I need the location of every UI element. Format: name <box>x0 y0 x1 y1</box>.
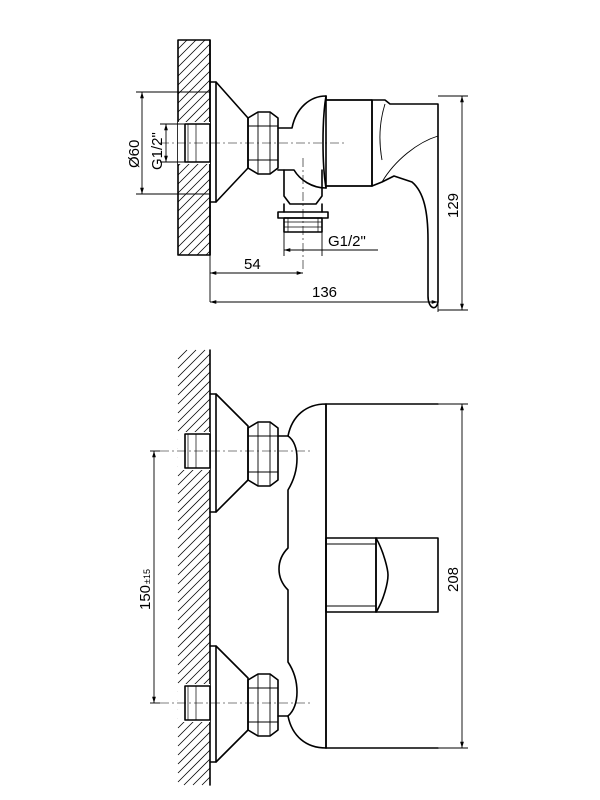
wall-hatch-line <box>201 776 211 786</box>
wall-hatch-line <box>177 506 211 540</box>
wall-hatch-line <box>177 632 211 666</box>
wall-hatch-line <box>177 533 211 567</box>
dim-depth-label: 136 <box>312 284 337 301</box>
wall-hatch-line <box>177 349 197 369</box>
wall-hatch-line <box>177 470 211 504</box>
wall-hatch-line <box>177 605 211 639</box>
dimension-depth: 136 <box>210 284 439 312</box>
wall-hatch-line <box>177 479 211 513</box>
wall-hatch-line <box>177 398 211 432</box>
dim-height-front-label: 208 <box>445 567 462 592</box>
wall-hatch-line <box>192 767 211 786</box>
wall-hatch-line <box>177 587 211 621</box>
wall-hatch-line <box>177 70 211 104</box>
dim-thread-outlet-label: G1/2" <box>328 233 366 250</box>
wall-hatch-line <box>177 722 211 756</box>
wall-hatch-line <box>177 61 211 95</box>
lever-handle-front <box>325 537 439 613</box>
dimension-diameter: Ø60 <box>126 91 210 195</box>
wall-hatch-line <box>196 241 211 256</box>
wall-hatch-line <box>177 39 197 59</box>
dim-diameter-label: Ø60 <box>126 140 143 168</box>
wall-hatch-line <box>177 349 206 378</box>
lever-handle-side <box>371 99 439 309</box>
wall-hatch-line <box>177 551 211 585</box>
dimension-thread-outlet: G1/2" <box>283 232 378 256</box>
wall-hatch-line <box>177 749 211 783</box>
wall-hatch-line <box>177 515 211 549</box>
wall-hatch-line <box>187 232 211 256</box>
wall-hatch-line <box>177 596 211 630</box>
wall-hatch-line <box>177 614 211 648</box>
wall-hatch-line <box>177 578 211 612</box>
wall-hatch-line <box>178 223 211 256</box>
dimension-centers: 150 ±15 <box>137 450 160 704</box>
wall-hatch-line <box>177 353 211 387</box>
wall-hatch-line <box>177 650 211 684</box>
dim-centers-label: 150 <box>137 585 154 610</box>
hex-nut-upper <box>247 421 279 487</box>
wall-hatch-line <box>177 542 211 576</box>
wall-hatch-line <box>177 560 211 594</box>
dim-offset-label: 54 <box>244 256 261 273</box>
front-view: 150 ±15 208 <box>137 349 468 786</box>
wall-hatch-line <box>177 39 188 50</box>
wall-hatch-line <box>177 196 211 230</box>
wall-hatch-line <box>177 214 211 248</box>
side-view: Ø60 G1/2" G1/2" 54 136 <box>126 39 468 312</box>
mixer-body-side <box>277 95 373 189</box>
hex-nut-lower <box>247 673 279 737</box>
wall-hatch-line <box>177 731 211 765</box>
wall-hatch-line <box>177 569 211 603</box>
wall-hatch-line <box>177 362 211 396</box>
dimension-thread-inlet: G1/2" <box>149 123 185 170</box>
dimension-offset: 54 <box>209 255 303 302</box>
wall-hatch-line <box>177 740 211 774</box>
wall-hatch-line <box>177 205 211 239</box>
wall-hatch-line <box>177 641 211 675</box>
dim-centers-tolerance: ±15 <box>142 569 152 584</box>
wall-hatch-line <box>177 39 206 68</box>
wall-hatch-line <box>177 160 211 194</box>
dim-height-side-label: 129 <box>445 193 462 218</box>
wall-hatch-line <box>177 524 211 558</box>
wall-hatch-line <box>177 349 188 360</box>
wall-hatch-line <box>177 187 211 221</box>
wall-hatch-line <box>177 79 211 113</box>
mixer-body-front <box>277 403 327 749</box>
dimension-height-side: 129 <box>438 95 468 311</box>
wall-hatch-line <box>177 380 211 414</box>
wall-hatch-line <box>177 488 211 522</box>
wall-hatch-line <box>177 497 211 531</box>
wall-hatch-line <box>183 758 211 786</box>
wall-hatch-line <box>205 250 211 256</box>
wall-hatch-line <box>177 389 211 423</box>
wall-section-top <box>177 39 211 256</box>
wall-hatch-line <box>177 43 211 77</box>
dim-thread-inlet-label: G1/2" <box>149 132 166 170</box>
dimension-height-front: 208 <box>438 403 468 749</box>
wall-hatch-line <box>177 169 211 203</box>
wall-hatch-line <box>177 88 211 122</box>
wall-hatch-line <box>177 371 211 405</box>
wall-hatch-line <box>177 623 211 657</box>
wall-hatch-line <box>177 178 211 212</box>
wall-hatch-line <box>177 52 211 86</box>
